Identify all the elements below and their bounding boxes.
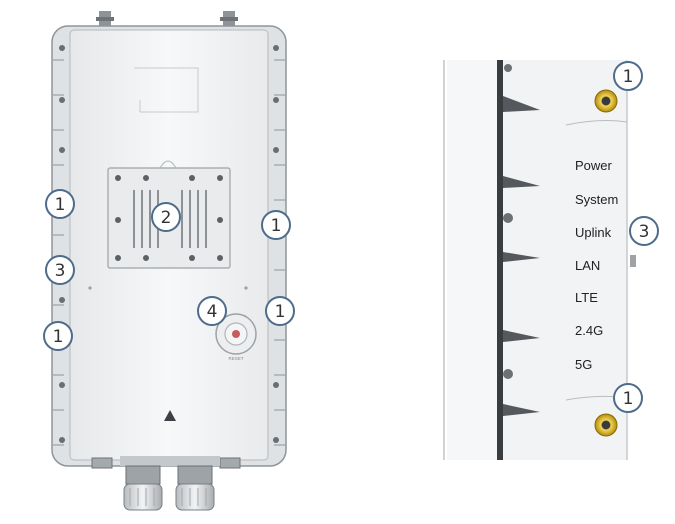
callout-heatsink-2: 2	[151, 202, 181, 232]
callout-left-mid-3: 3	[45, 255, 75, 285]
side-fins-detail	[503, 96, 540, 416]
callout-detail-top-1: 1	[613, 61, 643, 91]
gold-port-icon	[594, 89, 618, 437]
cable-gland-icon	[123, 465, 215, 511]
svg-text:1: 1	[275, 302, 286, 322]
svg-text:2: 2	[161, 208, 172, 228]
device-side-detail: Power System Uplink LAN LTE 2.4G 5G	[443, 60, 636, 460]
svg-text:3: 3	[639, 222, 650, 242]
led-label-2-4g: 2.4G	[575, 323, 603, 338]
led-label-uplink: Uplink	[575, 225, 612, 240]
callout-detail-mid-3: 3	[629, 216, 659, 246]
svg-text:1: 1	[271, 216, 282, 236]
callout-detail-bottom-1: 1	[613, 383, 643, 413]
led-label-5g: 5G	[575, 357, 592, 372]
svg-text:1: 1	[623, 389, 634, 409]
led-label-power: Power	[575, 158, 613, 173]
device-front-view: RESET	[51, 11, 287, 511]
screw-icon	[59, 45, 279, 443]
led-label-lan: LAN	[575, 258, 600, 273]
svg-text:1: 1	[53, 327, 64, 347]
svg-text:3: 3	[55, 261, 66, 281]
callout-left-upper-1: 1	[45, 189, 75, 219]
led-label-lte: LTE	[575, 290, 598, 305]
ground-symbol-icon	[164, 410, 176, 421]
callout-left-lower-1: 1	[43, 321, 73, 351]
reset-label: RESET	[228, 356, 243, 361]
svg-text:1: 1	[623, 67, 634, 87]
svg-text:4: 4	[207, 302, 218, 322]
callout-right-upper-1: 1	[261, 210, 291, 240]
led-label-system: System	[575, 192, 618, 207]
led-label-list: Power System Uplink LAN LTE 2.4G 5G	[575, 158, 618, 372]
reset-button-icon: RESET	[215, 313, 257, 361]
callout-right-lower-1: 1	[265, 296, 295, 326]
callout-reset-4: 4	[197, 296, 227, 326]
bottom-ports	[91, 456, 241, 469]
screw-icon	[503, 64, 513, 379]
svg-text:1: 1	[55, 195, 66, 215]
